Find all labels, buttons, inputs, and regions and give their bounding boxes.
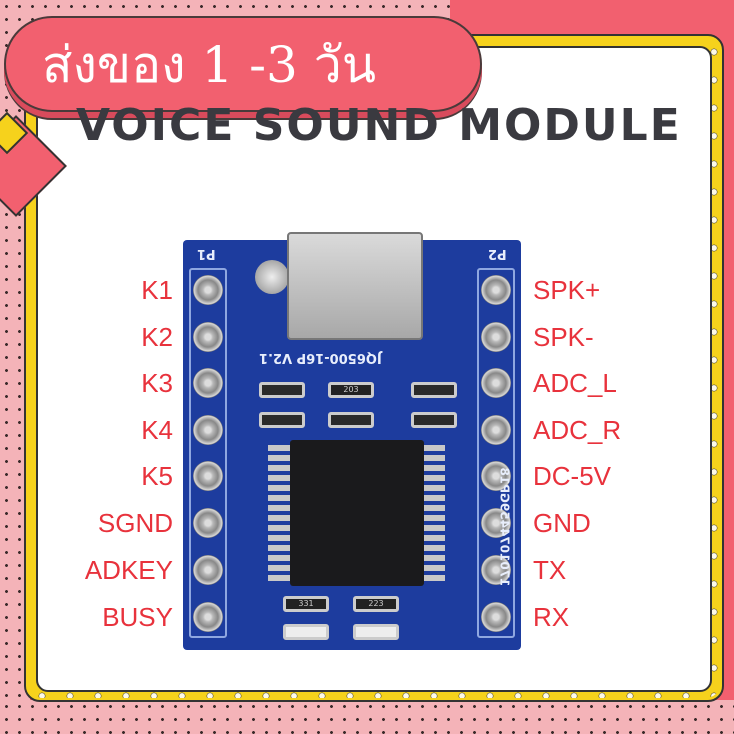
- pin-label-right: ADC_L: [533, 368, 617, 398]
- pin-label-right: RX: [533, 602, 570, 632]
- header-pin: [193, 415, 223, 445]
- header-pin: [481, 461, 511, 491]
- header-pin: [193, 368, 223, 398]
- resistor-r6: 223: [353, 596, 399, 612]
- dotted-pattern-bottom: [0, 700, 734, 734]
- capacitor: [411, 412, 457, 428]
- header-pin: [193, 322, 223, 352]
- header-p1: [189, 268, 227, 638]
- header-pin: [193, 602, 223, 632]
- pin-label-left: K3: [141, 368, 173, 398]
- product-title: VOICE SOUND MODULE: [76, 100, 682, 151]
- resistor: 203: [328, 382, 374, 398]
- p2-label: P2: [488, 246, 507, 261]
- pin-label-left: SGND: [97, 508, 173, 538]
- capacitor: [259, 382, 305, 398]
- ic-chip: [290, 440, 424, 586]
- module-board: P1 P2 JQ6500-16P V2.1 203 1701074459GP18…: [183, 232, 521, 650]
- pin-label-left: ADKEY: [84, 555, 173, 585]
- pin-label-right: GND: [533, 508, 591, 538]
- header-pin: [481, 508, 511, 538]
- pin-label-right: DC-5V: [533, 461, 612, 491]
- header-pin: [481, 555, 511, 585]
- shipping-text: ส่งของ 1 -3 วัน: [42, 36, 377, 94]
- shipping-banner: ส่งของ 1 -3 วัน: [4, 16, 482, 112]
- led-d2: [283, 624, 329, 640]
- resistor-r1: 331: [283, 596, 329, 612]
- capacitor: [328, 412, 374, 428]
- pin-label-left: BUSY: [102, 602, 173, 632]
- header-pin: [481, 322, 511, 352]
- header-pin: [481, 275, 511, 305]
- chip-legs-left: [268, 445, 290, 581]
- capacitor: [411, 382, 457, 398]
- pin-label-left: K1: [141, 275, 173, 305]
- p1-label: P1: [197, 246, 216, 261]
- header-pin: [193, 508, 223, 538]
- pin-label-left: K4: [141, 415, 173, 445]
- pin-label-left: K5: [141, 461, 173, 491]
- header-pin: [193, 555, 223, 585]
- pin-label-right: SPK+: [533, 275, 601, 305]
- pin-label-left: K2: [141, 322, 173, 352]
- capacitor: [259, 412, 305, 428]
- header-pin: [193, 275, 223, 305]
- pin-label-right: ADC_R: [533, 415, 622, 445]
- header-pin: [193, 461, 223, 491]
- model-silkscreen: JQ6500-16P V2.1: [259, 350, 382, 365]
- micro-usb-port: [287, 232, 423, 340]
- chip-code: 1701074459GP18: [497, 467, 512, 587]
- header-pin: [481, 415, 511, 445]
- chip-legs-right: [423, 445, 445, 581]
- header-p2: [477, 268, 515, 638]
- solder-pad: [255, 260, 289, 294]
- header-pin: [481, 602, 511, 632]
- pin-label-right: SPK-: [533, 322, 594, 352]
- header-pin: [481, 368, 511, 398]
- pad-r8: [353, 624, 399, 640]
- pin-label-right: TX: [533, 555, 567, 585]
